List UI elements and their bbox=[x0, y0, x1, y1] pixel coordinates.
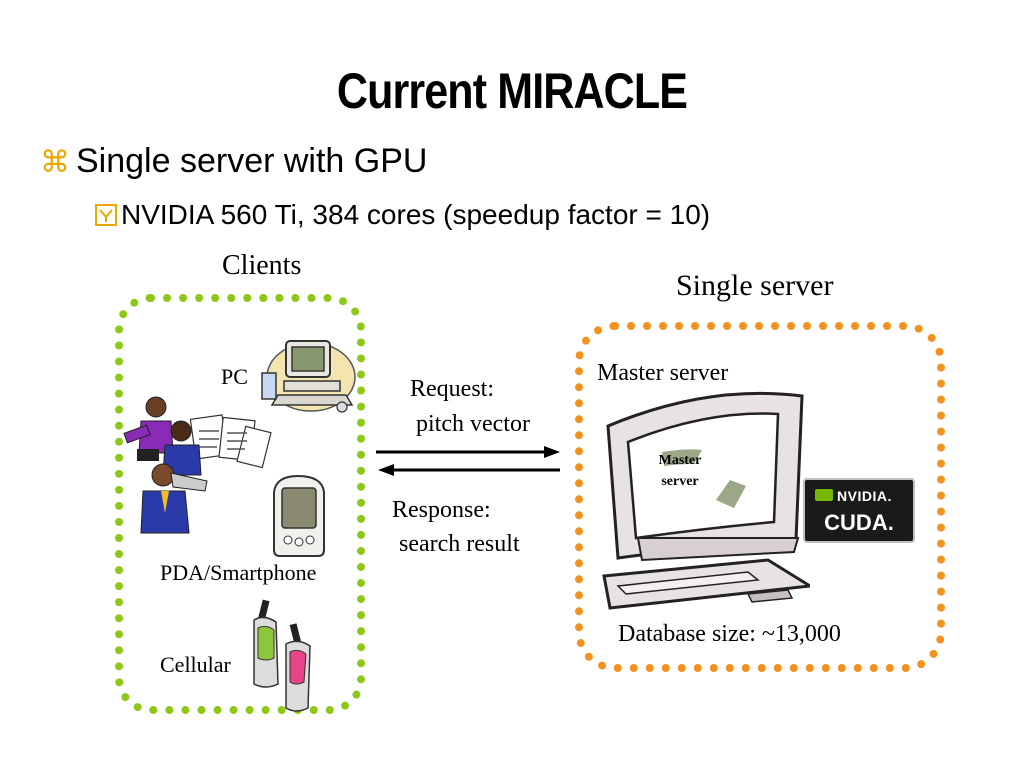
screen-label-line2: server bbox=[661, 474, 699, 489]
master-server-label: Master server bbox=[597, 360, 729, 386]
request-arrowhead bbox=[544, 446, 560, 458]
pc-icon bbox=[261, 340, 356, 413]
bullet-marker-icon: ⌘ bbox=[40, 146, 70, 179]
cellular-label: Cellular bbox=[160, 652, 231, 677]
response-arrowhead bbox=[378, 464, 394, 476]
bullet-level2: NVIDIA 560 Ti, 384 cores (speedup factor… bbox=[95, 199, 710, 231]
server-group-box bbox=[575, 322, 945, 672]
computer-icon bbox=[602, 391, 810, 610]
clients-heading: Clients bbox=[222, 250, 302, 281]
arrows-graphic bbox=[376, 446, 560, 476]
server-heading: Single server bbox=[676, 269, 834, 302]
response-detail: search result bbox=[399, 531, 520, 557]
people-icon bbox=[123, 396, 272, 534]
pc-label: PC bbox=[221, 364, 248, 389]
nvidia-cuda-logo: NVIDIA. CUDA. bbox=[803, 478, 915, 543]
screen-label-line1: Master bbox=[658, 453, 702, 468]
nvidia-eye-icon bbox=[815, 489, 833, 501]
clients-group-box bbox=[115, 294, 365, 714]
bullet2-text: NVIDIA 560 Ti, 384 cores (speedup factor… bbox=[121, 199, 711, 230]
nvidia-wordmark: NVIDIA. bbox=[837, 488, 892, 504]
bullet1-text: Single server with GPU bbox=[76, 142, 428, 180]
bullet-level1: ⌘Single server with GPU bbox=[40, 142, 427, 181]
cellphones-icon bbox=[253, 599, 311, 712]
pda-label: PDA/Smartphone bbox=[160, 560, 317, 585]
response-label: Response: bbox=[392, 497, 491, 523]
request-detail: pitch vector bbox=[416, 411, 530, 437]
request-label: Request: bbox=[410, 376, 494, 402]
pda-icon bbox=[273, 474, 325, 557]
cuda-wordmark: CUDA. bbox=[824, 510, 894, 535]
slide-title: Current MIRACLE bbox=[336, 63, 688, 119]
database-size-label: Database size: ~13,000 bbox=[618, 621, 841, 647]
checkbox-bullet-icon bbox=[95, 204, 117, 226]
